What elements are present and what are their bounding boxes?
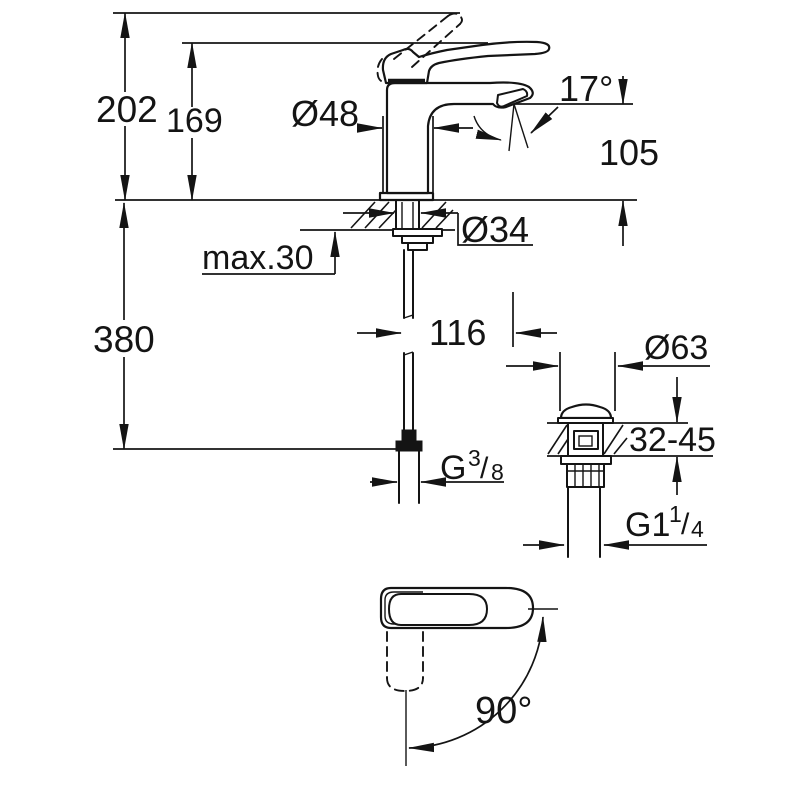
dim-g114: G1 1 / 4 (523, 501, 707, 550)
dim-17deg: 17° (473, 68, 613, 152)
dim-g114-slash: / (681, 508, 690, 541)
dim-g114-prefix: G1 (625, 506, 670, 544)
raised-lever-edge (411, 23, 461, 68)
dim-48-label: Ø48 (291, 93, 359, 134)
dim-max30: max.30 (202, 231, 340, 277)
mounting-shank (392, 199, 443, 251)
rotated-handle-end-arc (386, 677, 424, 692)
fixing-flange (392, 228, 443, 237)
leader-line (530, 106, 559, 134)
dim-17deg-label: 17° (559, 68, 613, 109)
stream-angle-line (513, 103, 529, 149)
hatch-line (613, 437, 628, 455)
raised-lever-base-arc (376, 58, 386, 84)
raised-lever-tip (447, 12, 463, 25)
dim-116: 116 (357, 292, 557, 353)
faucet-front-view (376, 12, 551, 504)
dim-105-label: 105 (599, 132, 659, 173)
hose-crimp-sleeve (401, 429, 417, 442)
dim-169: 169 (166, 42, 223, 201)
handle-rotated-position-dashed (386, 631, 424, 692)
dim-g38-slash: / (480, 452, 489, 485)
dim-63-label: Ø63 (644, 329, 708, 367)
dim-48: Ø48 (291, 93, 473, 192)
waste-cap-flange (557, 417, 614, 424)
dim-380: 380 (93, 202, 155, 450)
dim-202-label: 202 (96, 89, 158, 130)
dim-90deg-label: 90° (475, 690, 532, 732)
hatch-line (421, 201, 447, 229)
waste-threaded-section (566, 463, 605, 488)
dim-g38-numerator: 3 (468, 445, 481, 471)
dim-g114-denominator: 4 (691, 516, 704, 542)
angle-arc (473, 115, 502, 141)
dim-32-45-label: 32-45 (629, 421, 716, 459)
stream-plumb-line (508, 103, 515, 152)
dim-32-45: 32-45 (629, 377, 716, 495)
waste-lower-flange (560, 455, 612, 465)
dim-105: 105 (599, 76, 659, 246)
handle-blade-top-face (388, 593, 488, 626)
spout-aerator-outlet (496, 88, 529, 108)
waste-body-window-inner (578, 435, 593, 447)
hose-connection-nut (395, 440, 423, 452)
dim-g38: G 3 / 8 (370, 445, 504, 487)
dim-max30-label: max.30 (202, 239, 314, 277)
dim-63: Ø63 (506, 329, 710, 411)
hatch-line (350, 201, 376, 229)
dim-g38-prefix: G (440, 449, 466, 487)
dim-169-label: 169 (166, 102, 223, 140)
dim-90deg: 90° (408, 616, 547, 753)
fixing-nut (401, 235, 434, 244)
fixing-step (407, 242, 428, 251)
dim-116-label: 116 (429, 312, 486, 353)
swivel-arc (408, 616, 547, 753)
hose-break-mark (403, 351, 414, 356)
dim-202: 202 (96, 12, 158, 201)
hatch-line (547, 424, 568, 455)
dim-34-label: Ø34 (461, 209, 529, 250)
lever-handle-raised-position-dashed (376, 12, 463, 84)
hatch-line (557, 438, 569, 455)
pop-up-waste-view (547, 403, 713, 558)
hatch-line (364, 201, 390, 229)
dim-g114-numerator: 1 (669, 501, 682, 527)
dim-34: Ø34 (343, 208, 533, 250)
waste-cap-dome (559, 403, 613, 420)
raised-lever-edge (393, 15, 449, 60)
handle-plan-view (379, 586, 558, 766)
supply-hose (395, 249, 423, 504)
dim-g38-denominator: 8 (491, 459, 504, 485)
leader-step (457, 213, 533, 246)
hatch-line (603, 424, 624, 455)
dim-380-label: 380 (93, 319, 155, 360)
handle-cap-inner-line (384, 591, 423, 625)
hose-break-mark (403, 314, 414, 319)
